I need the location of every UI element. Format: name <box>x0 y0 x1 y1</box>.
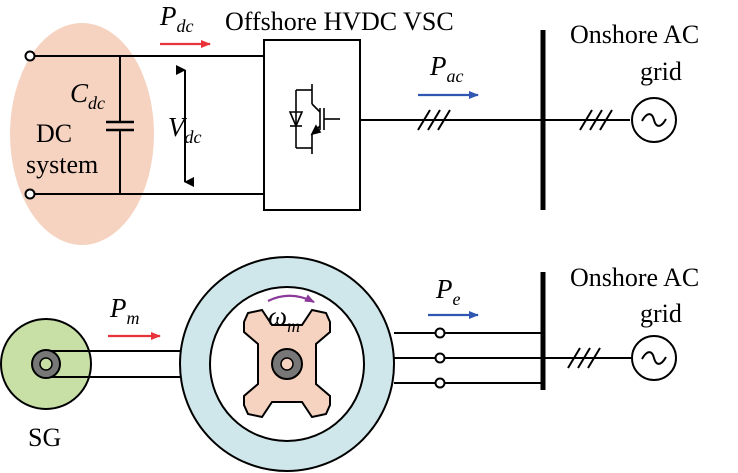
pac-label: Pac <box>429 51 464 86</box>
cdc-label: Cdc <box>70 78 105 113</box>
grid-label-bottom-line2: grid <box>640 299 682 328</box>
three-phase-mark-top-right <box>579 109 613 131</box>
shaft-end-generator <box>31 349 61 379</box>
vdc-label: Vdc <box>168 112 202 147</box>
pe-label: Pe <box>435 274 461 309</box>
dc-system-label-line2: system <box>26 150 98 179</box>
three-phase-mark-top-left <box>417 109 451 131</box>
dc-terminal-negative <box>24 188 36 200</box>
sg-label: SG <box>28 423 61 452</box>
dc-system-label-line1: DC <box>36 119 72 148</box>
grid-label-top-line1: Onshore AC <box>570 20 699 49</box>
converter-label: Offshore HVDC VSC <box>225 7 454 36</box>
sync-machine-circuit: Pm ωm Pe Onshore AC grid SG <box>0 256 699 472</box>
shaft-end-rotor <box>271 348 303 380</box>
pdc-label: Pdc <box>159 1 194 36</box>
capacitor-icon <box>106 56 134 194</box>
pm-label: Pm <box>109 293 140 328</box>
grid-label-bottom-line1: Onshore AC <box>570 263 699 292</box>
vsc-converter-box <box>263 39 361 211</box>
tilde-in-circle-icon <box>631 335 677 381</box>
three-phase-output <box>394 327 543 389</box>
tilde-in-circle-icon <box>631 97 677 143</box>
hvdc-vsc-circuit: Pdc Offshore HVDC VSC Onshore AC grid Cd… <box>10 1 699 245</box>
omega-label: ωm <box>268 301 300 336</box>
omega-arrow <box>267 294 315 303</box>
dc-terminal-positive <box>24 50 36 62</box>
dc-system-region <box>10 23 154 245</box>
igbt-diode-icon <box>288 84 340 154</box>
three-phase-mark-bottom <box>567 347 601 369</box>
grid-label-top-line2: grid <box>640 57 682 86</box>
